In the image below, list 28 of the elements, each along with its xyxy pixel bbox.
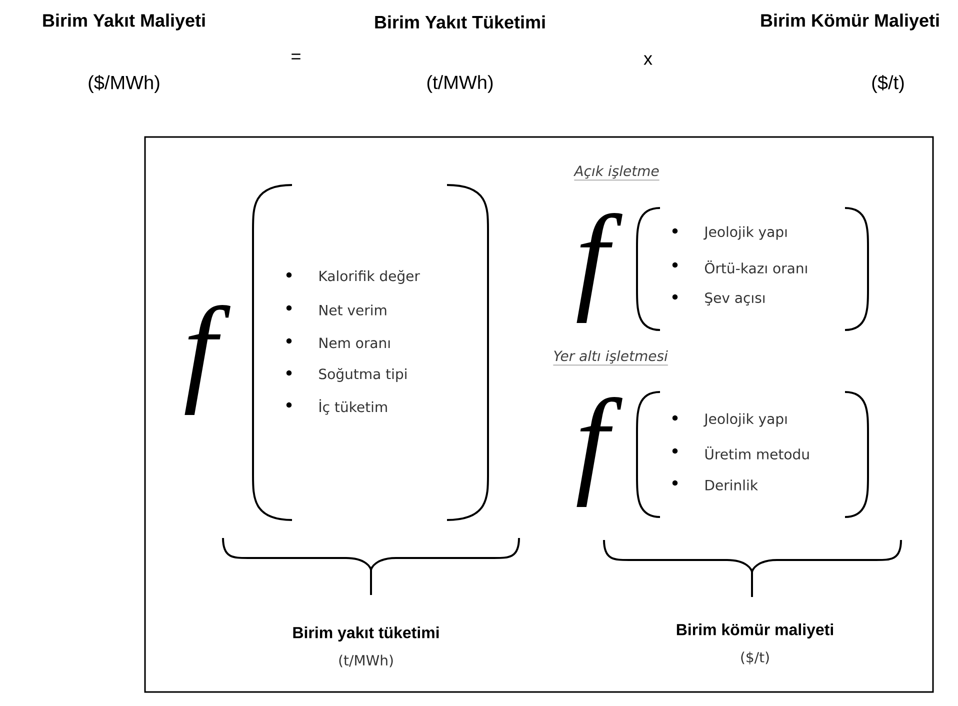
caption-text: Birim yakıt tüketimi xyxy=(293,626,439,642)
unit-text: ($/t) xyxy=(741,652,769,664)
list-item: Nem oranı xyxy=(320,338,390,348)
list-item: Derinlik xyxy=(706,480,758,490)
caption-text: Birim kömür maliyeti xyxy=(676,624,833,638)
list-item: Net verim xyxy=(320,304,386,316)
operator-sign: x xyxy=(644,55,652,65)
section-heading: Yer altı işletmesi xyxy=(553,350,668,366)
unit-text: ($/t) xyxy=(872,75,904,93)
list-item: Jeolojik yapı xyxy=(703,413,787,427)
section-heading: Açık işletme xyxy=(573,165,660,180)
heading-text: Birim Yakıt Maliyeti xyxy=(43,14,205,30)
list-item: Kalorifik değer xyxy=(320,270,420,284)
function-symbol: f xyxy=(184,304,230,416)
heading-text: Birim Kömür Maliyeti xyxy=(761,14,939,30)
unit-text: (t/MWh) xyxy=(427,75,493,93)
heading-text: Birim Yakıt Tüketimi xyxy=(375,15,545,29)
list-item: İç tüketim xyxy=(320,399,387,415)
list-item: Soğutma tipi xyxy=(319,368,406,382)
function-symbol: f xyxy=(576,212,622,324)
function-symbol: f xyxy=(576,396,622,508)
operator-sign: = xyxy=(292,54,300,60)
list-item: Jeolojik yapı xyxy=(703,226,787,240)
unit-text: (t/MWh) xyxy=(339,654,393,668)
unit-text: ($/MWh) xyxy=(88,75,160,93)
list-item: Üretim metodu xyxy=(705,446,809,460)
list-item: Şev açısı xyxy=(705,292,764,306)
list-item: Örtü-kazı oranı xyxy=(705,260,807,274)
